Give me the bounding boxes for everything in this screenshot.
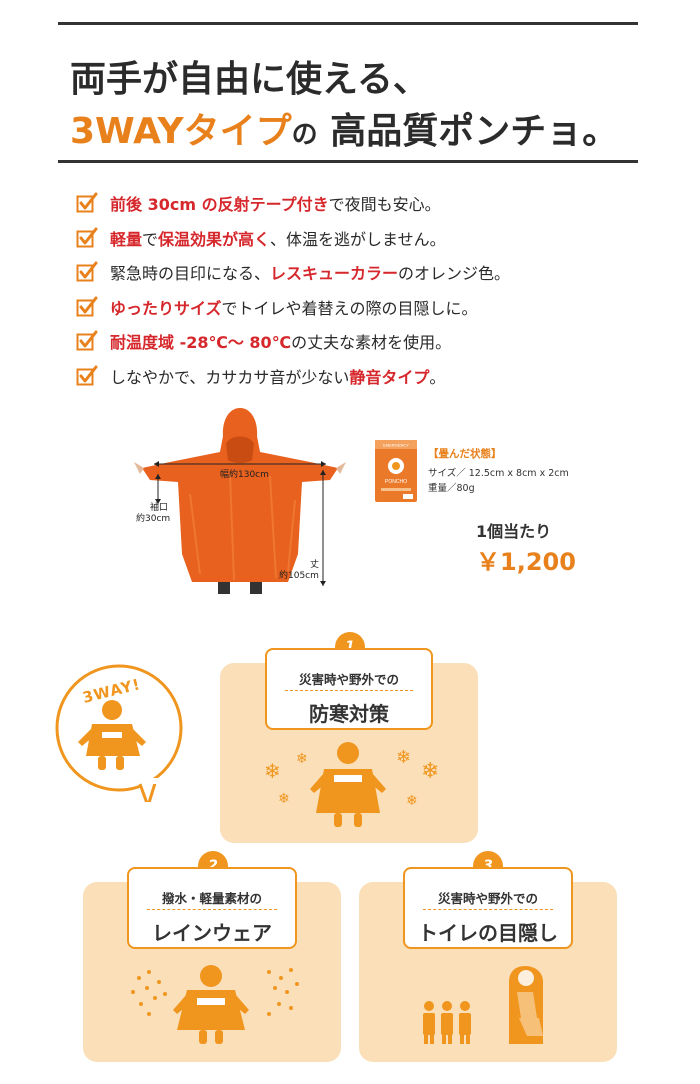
- dashed-divider: [147, 909, 277, 910]
- raindrop-icons: [131, 968, 299, 1016]
- use-sub-1: 災害時や野外での: [298, 672, 399, 687]
- sleeve-label-2: 約30cm: [136, 514, 171, 524]
- feature-plain: 緊急時の目印になる、: [110, 264, 271, 284]
- feature-highlight: 軽量: [110, 229, 143, 249]
- dashed-divider: [285, 690, 413, 691]
- feature-plain: しなやかで、カサカサ音が少ない: [110, 367, 350, 387]
- toilet-privacy-illustration: [423, 966, 543, 1044]
- feature-item: しなやかで、カサカサ音が少ない静音タイプ。: [76, 359, 676, 394]
- use-sub-3: 災害時や野外での: [437, 891, 538, 906]
- poncho-product-photo: [134, 408, 346, 594]
- feature-highlight: レスキューカラー: [270, 264, 399, 284]
- 3way-speech-bubble: [55, 664, 183, 802]
- pack-size: サイズ／ 12.5cm x 8cm x 2cm: [428, 468, 569, 479]
- pack-weight: 重量／80g: [428, 483, 475, 494]
- use-label-box-3: 災害時や野外での トイレの目隠し: [403, 867, 573, 949]
- feature-plain: で夜間も安心。: [328, 195, 441, 215]
- headline-no: の: [291, 120, 318, 150]
- price-value: ￥1,200: [476, 548, 576, 576]
- feature-text: 軽量で保温効果が高く、体温を逃がしません。: [110, 226, 446, 250]
- checkbox-checked-icon: [76, 296, 98, 317]
- rainwear-illustration: [131, 965, 299, 1044]
- cold-protection-illustration: ❄ ❄ ❄ ❄ ❄ ❄: [264, 742, 439, 827]
- feature-text: しなやかで、カサカサ音が少ない静音タイプ。: [110, 364, 445, 388]
- checkbox-checked-icon: [76, 192, 98, 213]
- svg-text:❄: ❄: [396, 747, 411, 768]
- feature-highlight: 耐温度域 -28℃～ 80℃: [110, 333, 292, 353]
- poncho-figure-icon: [78, 700, 146, 770]
- feature-text: 耐温度域 -28℃～ 80℃の丈夫な素材を使用。: [110, 329, 451, 353]
- feature-text: 緊急時の目印になる、レスキューカラーのオレンジ色。: [110, 260, 510, 284]
- feature-item: 耐温度域 -28℃～ 80℃の丈夫な素材を使用。: [76, 324, 676, 359]
- snowflake-icons: ❄ ❄ ❄ ❄ ❄ ❄: [264, 747, 439, 809]
- sleeve-label-1: 袖口: [150, 503, 169, 513]
- feature-highlight: ゆったりサイズ: [110, 298, 222, 318]
- dashed-divider: [423, 909, 553, 910]
- headline-line-1: 両手が自由に使える、: [70, 59, 429, 100]
- price-label: 1個当たり: [476, 522, 552, 541]
- feature-plain: 。: [429, 367, 446, 387]
- feature-highlight: 保温効果が高く: [158, 229, 271, 249]
- privacy-poncho-icon: [509, 966, 543, 1044]
- top-divider: [58, 22, 638, 25]
- feature-item: 緊急時の目印になる、レスキューカラーのオレンジ色。: [76, 255, 676, 290]
- svg-text:❄: ❄: [406, 793, 418, 809]
- feature-plain: の丈夫な素材を使用。: [291, 333, 452, 353]
- checkbox-checked-icon: [76, 227, 98, 248]
- feature-list: 前後 30cm の反射テープ付きで夜間も安心。軽量で保温効果が高く、体温を逃がし…: [76, 186, 676, 393]
- feature-text: ゆったりサイズでトイレや着替えの際の目隠しに。: [110, 295, 478, 319]
- headline-3way: 3WAYタイプ: [70, 111, 292, 152]
- folded-pack-image: EMERGENCY PONCHO: [375, 440, 417, 502]
- people-icons: [423, 1001, 471, 1044]
- use-label-box-2: 撥水・軽量素材の レインウェア: [127, 867, 297, 949]
- feature-item: 軽量で保温効果が高く、体温を逃がしません。: [76, 221, 676, 256]
- checkbox-checked-icon: [76, 330, 98, 351]
- length-label-1: 丈: [310, 560, 320, 570]
- feature-plain: でトイレや着替えの際の目隠しに。: [221, 298, 478, 318]
- use-label-box-1: 災害時や野外での 防寒対策: [265, 648, 433, 730]
- feature-plain: で: [142, 229, 159, 249]
- svg-text:❄: ❄: [421, 759, 439, 784]
- use-main-2: レインウェア: [152, 921, 272, 945]
- svg-text:❄: ❄: [278, 791, 290, 807]
- pack-label-top: EMERGENCY: [383, 443, 409, 448]
- feature-highlight: 静音タイプ: [349, 367, 430, 387]
- feature-item: 前後 30cm の反射テープ付きで夜間も安心。: [76, 186, 676, 221]
- svg-text:❄: ❄: [296, 751, 308, 767]
- length-label-2: 約105cm: [279, 571, 319, 581]
- svg-text:❄: ❄: [264, 759, 281, 783]
- checkbox-checked-icon: [76, 261, 98, 282]
- pack-title: 【畳んだ状態】: [428, 448, 502, 460]
- use-sub-2: 撥水・軽量素材の: [161, 891, 262, 906]
- poncho-person-icon: [310, 742, 386, 827]
- feature-plain: 、体温を逃がしません。: [270, 229, 446, 249]
- use-main-1: 防寒対策: [309, 702, 389, 726]
- feature-item: ゆったりサイズでトイレや着替えの際の目隠しに。: [76, 290, 676, 325]
- width-label: 幅約130cm: [220, 470, 269, 480]
- headline-line-2: 3WAYタイプの 高品質ポンチョ。: [70, 102, 618, 154]
- feature-text: 前後 30cm の反射テープ付きで夜間も安心。: [110, 191, 441, 215]
- checkbox-checked-icon: [76, 365, 98, 386]
- pack-label-brand: PONCHO: [385, 479, 407, 485]
- feature-highlight: 前後 30cm の反射テープ付き: [110, 195, 329, 215]
- bottom-divider: [58, 160, 638, 163]
- use-main-3: トイレの目隠し: [418, 921, 558, 945]
- poncho-person-icon: [173, 965, 249, 1044]
- headline-product: 高品質ポンチョ。: [330, 111, 619, 152]
- feature-plain: のオレンジ色。: [398, 264, 511, 284]
